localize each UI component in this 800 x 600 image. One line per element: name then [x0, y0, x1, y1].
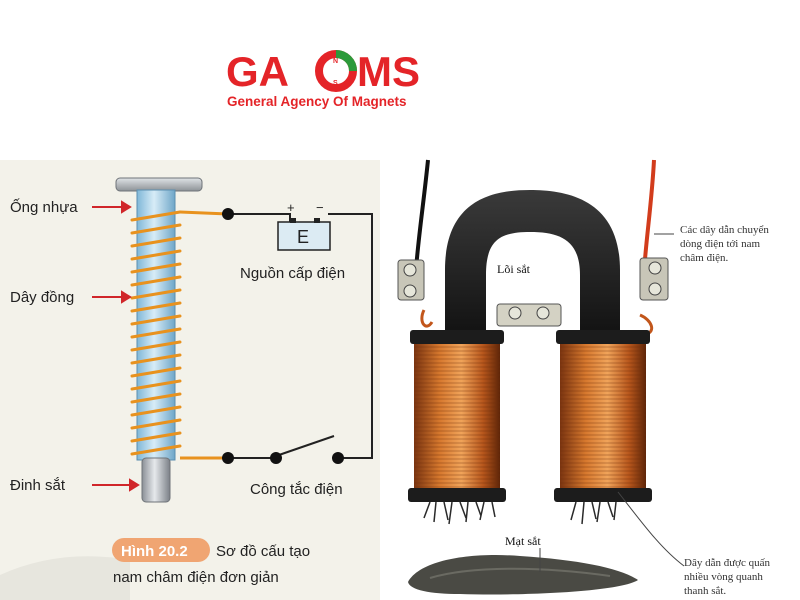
filings-pile: [408, 555, 638, 595]
wires-note-line-3: châm điện.: [680, 252, 729, 264]
label-iron-filings: Mạt sắt: [505, 534, 541, 548]
figure-caption: Hình 20.2 Sơ đồ cấu tạo nam châm điện đơ…: [0, 538, 310, 600]
plastic-tube: [136, 189, 176, 461]
label-iron-core: Lõi sắt: [497, 262, 531, 276]
caption-line-2: nam châm điện đơn giản: [113, 569, 279, 586]
battery-plus: +: [287, 200, 295, 215]
logo-wordmark-right: MS: [357, 48, 420, 95]
battery-icon: E + −: [277, 200, 331, 251]
wires-note-line-2: dòng điện tới nam: [680, 238, 761, 250]
iron-core-u: [445, 190, 620, 340]
coil-note-line-2: nhiều vòng quanh: [684, 571, 763, 583]
label-power-source: Nguồn cấp điện: [240, 265, 345, 282]
nail-tip: [141, 457, 171, 503]
coil-note-line-3: thanh sắt.: [684, 585, 726, 597]
logo-wordmark-left: GA: [226, 48, 289, 95]
copper-coil: [130, 210, 182, 456]
label-switch: Công tắc điện: [250, 481, 343, 498]
red-wire: [642, 159, 656, 273]
label-plastic-tube: Ống nhựa: [10, 198, 78, 216]
coil-left: [408, 330, 506, 502]
coil-note-line-1: Dây dẫn được quấn: [684, 557, 771, 569]
terminal-right: [639, 257, 669, 301]
battery-minus: −: [316, 200, 324, 215]
figure-tag-badge: [112, 538, 210, 562]
battery-symbol: E: [297, 227, 309, 247]
label-iron-nail: Đinh sắt: [10, 477, 66, 494]
logo-compass-n: N: [333, 58, 338, 65]
caption-line-1: Sơ đồ cấu tạo: [216, 543, 310, 560]
terminal-center: [496, 303, 562, 327]
logo-compass-o-icon: N S: [315, 50, 357, 92]
figure-tag: Hình 20.2: [121, 543, 188, 560]
logo-compass-s: S: [333, 80, 338, 87]
logo-tagline: General Agency Of Magnets: [227, 94, 407, 109]
coil-right: [554, 330, 652, 502]
label-copper-wire: Dây đồng: [10, 289, 74, 306]
terminal-left: [397, 259, 425, 301]
wires-note-line-1: Các dây dẫn chuyển: [680, 224, 769, 236]
black-wire: [414, 159, 430, 271]
filings-hanging: [423, 501, 617, 525]
